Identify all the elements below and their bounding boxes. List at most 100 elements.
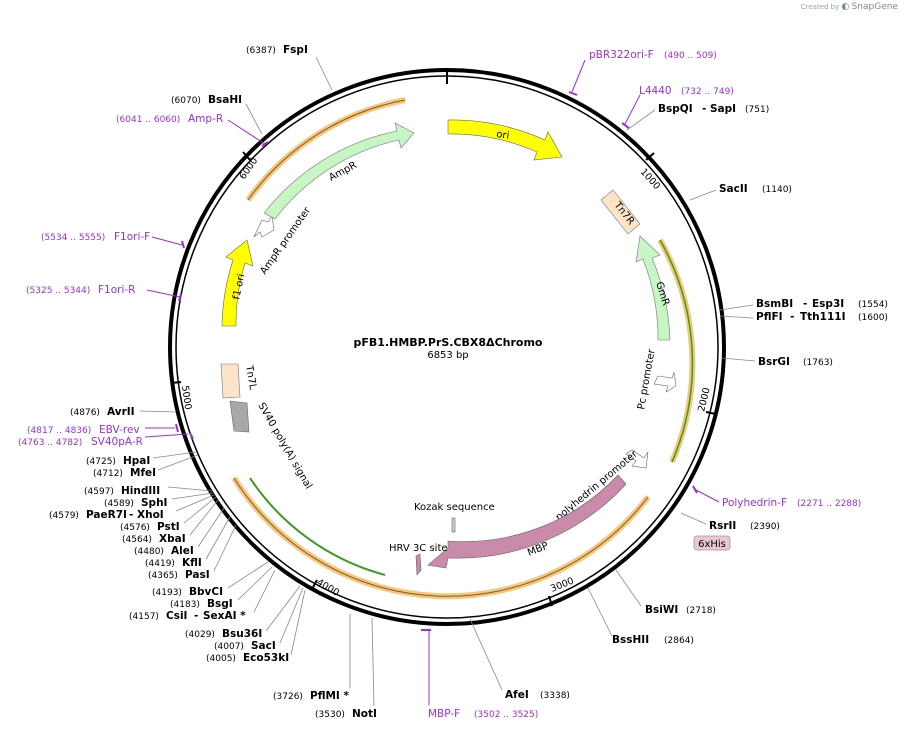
site-name-hpai: HpaI <box>123 455 150 467</box>
site-name-pasi: PasI <box>185 569 210 581</box>
site-line <box>205 516 231 560</box>
feature-sv40-polya-label: SV40 poly(A) signal <box>255 401 313 491</box>
feature-ampr <box>263 122 415 220</box>
site-pos-noti: (3530) <box>315 710 345 720</box>
primer-name-pbr322ori-f: pBR322ori-F <box>589 49 654 61</box>
site-pos-avrii: (4876) <box>70 408 100 418</box>
watermark-prefix: Created by <box>800 3 840 11</box>
primer-line <box>151 236 183 246</box>
site-pos-xbai: (4564) <box>122 535 152 545</box>
site-pos-hindiii: (4597) <box>84 487 114 497</box>
primer-mark <box>181 240 185 249</box>
site-sep: - <box>702 103 706 115</box>
plasmid-name: pFB1.HMBP.PrS.CBX8ΔChromo <box>354 336 543 349</box>
site-line <box>253 569 276 613</box>
orf-main-line <box>233 477 649 597</box>
primer-name-mbp-f: MBP-F <box>428 708 460 720</box>
primer-mark <box>621 122 630 129</box>
site-name-saci: SacI <box>251 640 276 652</box>
site-name-sphi: SphI <box>141 497 167 509</box>
site-line <box>721 357 756 362</box>
primer-line <box>227 119 266 145</box>
site-pos-bsmbi: (1554) <box>858 300 888 310</box>
site-line <box>167 486 213 492</box>
site-name-avrii: AvrII <box>107 406 135 418</box>
orf-gm-line <box>659 239 694 463</box>
backbone-outer <box>168 68 726 626</box>
site-name-noti: NotI <box>352 708 377 720</box>
primer-name-ebv-rev: EBV-rev <box>99 424 140 436</box>
site-pos-bsshii: (2864) <box>664 636 694 646</box>
site-name-sapi: SapI <box>710 103 736 115</box>
primer-line <box>146 289 181 298</box>
site-pos-saci: (4007) <box>214 642 244 652</box>
feature-gmr <box>635 235 671 341</box>
site-pos-bsrgi: (1763) <box>803 358 833 368</box>
site-labels: (6387) FspI (6070) BsaHI (6041 .. 6060) … <box>18 44 888 720</box>
site-pos-eco53ki: (4005) <box>206 654 236 664</box>
site-name-kfli: KflI <box>182 557 202 569</box>
site-name-sexai: SexAI * <box>203 610 246 622</box>
primer-mark <box>261 141 269 147</box>
site-line <box>175 494 215 512</box>
site-pos-alei: (4480) <box>134 547 164 557</box>
site-pos-pflmi: (3726) <box>273 692 303 702</box>
orf-amp-line <box>247 99 406 201</box>
site-name-tth111i: Tth111I <box>800 311 845 323</box>
site-line <box>183 496 217 524</box>
site-pos-bsu36i: (4029) <box>185 630 215 640</box>
site-name-bsshii: BssHII <box>612 634 649 646</box>
site-name-afei: AfeI <box>505 689 529 701</box>
site-line <box>265 585 301 632</box>
site-name-pflmi: PflMI * <box>310 690 349 702</box>
tick-5000-mark <box>170 381 182 384</box>
tick-6000-mark <box>242 151 251 161</box>
feature-ori <box>447 119 563 161</box>
feature-sv40-polya <box>229 400 250 433</box>
feature-polyhedrin-promoter-label: polyhedrin promoter <box>554 448 641 523</box>
feature-pc-promoter-label: Pc promoter <box>636 348 658 411</box>
site-name-bsu36i: Bsu36I <box>222 628 262 640</box>
feature-kozak-label: Kozak sequence <box>414 502 495 513</box>
orf-sv40-line <box>249 477 386 576</box>
site-line <box>139 410 177 413</box>
primer-mark <box>692 485 698 494</box>
site-pos-mfei: (4712) <box>93 469 123 479</box>
site-line <box>371 617 375 707</box>
primer-name-sv40pa-r: SV40pA-R <box>91 436 143 448</box>
feature-tn7r <box>600 189 641 235</box>
feature-ori-label: ori <box>496 129 510 142</box>
site-pos-psti: (4576) <box>120 523 150 533</box>
site-name-bspqi: BspQI <box>658 103 693 115</box>
site-pos-csii: (4157) <box>129 612 159 622</box>
primer-name-polyhedrin-f: Polyhedrin-F <box>722 497 787 509</box>
site-pos-paer7i: (4579) <box>49 511 79 521</box>
site-pos-bsgi: (4183) <box>170 600 200 610</box>
site-name-bbvci: BbvCI <box>189 586 223 598</box>
site-pos-bspqi: (751) <box>745 105 769 115</box>
site-name-bsrgi: BsrGI <box>758 356 790 368</box>
primer-pos-sv40pa-r: (4763 .. 4782) <box>18 438 82 448</box>
site-pos-afei: (3338) <box>540 691 570 701</box>
site-name-bsgi: BsgI <box>207 598 233 610</box>
site-line <box>189 499 219 536</box>
site-line <box>680 512 707 525</box>
primer-line <box>144 433 189 438</box>
orf-amp-highlight <box>245 97 406 202</box>
feature-ampr-promoter <box>253 215 275 238</box>
site-pos-sphi: (4589) <box>104 499 134 509</box>
site-line <box>227 561 269 589</box>
feature-tn7l-label: Tn7L <box>243 364 258 391</box>
feature-kozak <box>451 517 456 533</box>
site-name-alei: AleI <box>171 545 194 557</box>
primer-line <box>571 59 586 93</box>
site-pos-fspi: (6387) <box>246 46 276 56</box>
site-name-bsiwi: BsiWI <box>645 604 678 616</box>
orf-highlights <box>231 97 696 600</box>
site-pos-pflfi: (1600) <box>858 313 888 323</box>
tick-2000-mark <box>705 411 717 415</box>
site-line <box>626 109 656 131</box>
site-name-esp3i: Esp3I <box>812 298 844 310</box>
his-tag-badge <box>693 535 731 551</box>
